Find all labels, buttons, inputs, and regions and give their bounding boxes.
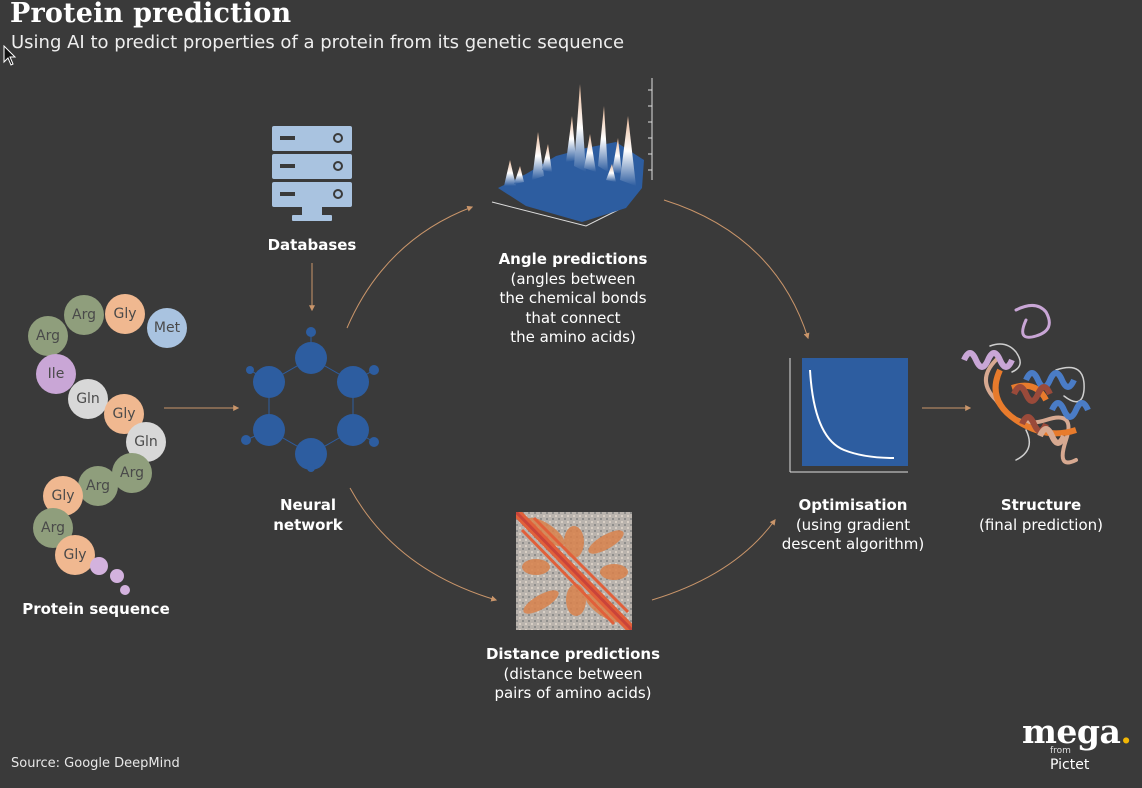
server-stack-icon <box>272 126 352 221</box>
amino-acid-arg: Arg <box>33 508 73 548</box>
arrow-distance-to-optimisation <box>651 519 776 601</box>
amino-acid-arg: Arg <box>64 295 104 335</box>
amino-acid-met: Met <box>147 308 187 348</box>
neural-network-label: Neural network <box>273 496 343 534</box>
arrow-network-to-angle <box>346 205 474 329</box>
amino-acid-arg: Arg <box>28 316 68 356</box>
brand-logo-from: from <box>1050 746 1071 756</box>
distance-heatmap-icon <box>516 512 632 630</box>
distance-predictions-label: Distance predictions (distance between p… <box>485 645 661 702</box>
angle-predictions-label: Angle predictions (angles between the ch… <box>498 250 648 346</box>
page-subtitle: Using AI to predict properties of a prot… <box>11 32 625 53</box>
amino-acid-arg: Arg <box>78 466 118 506</box>
mouse-cursor-icon <box>3 45 17 66</box>
page-title: Protein prediction <box>10 0 292 29</box>
brand-logo: mega. <box>1022 712 1132 751</box>
protein-structure-icon <box>961 304 1091 465</box>
protein-sequence-label: Protein sequence <box>22 600 170 618</box>
amino-acid-ile: Ile <box>36 354 76 394</box>
amino-acid-gly: Gly <box>105 294 145 334</box>
structure-label: Structure (final prediction) <box>978 496 1104 534</box>
arrow-angle-to-optimisation <box>663 199 810 340</box>
angle-surface-plot-icon <box>491 78 653 227</box>
arrow-network-to-distance <box>349 487 498 602</box>
amino-acid-gln: Gln <box>68 379 108 419</box>
gradient-descent-plot-icon <box>789 358 908 473</box>
hexagonal-network-icon <box>241 327 379 472</box>
sequence-tail-dots <box>90 557 130 595</box>
brand-logo-pictet: Pictet <box>1050 757 1090 773</box>
amino-acid-arg: Arg <box>112 453 152 493</box>
optimisation-label: Optimisation (using gradient descent alg… <box>781 496 925 553</box>
amino-acid-gly: Gly <box>55 535 95 575</box>
amino-acid-gly: Gly <box>104 394 144 434</box>
source-note: Source: Google DeepMind <box>11 756 180 771</box>
databases-label: Databases <box>267 236 357 254</box>
